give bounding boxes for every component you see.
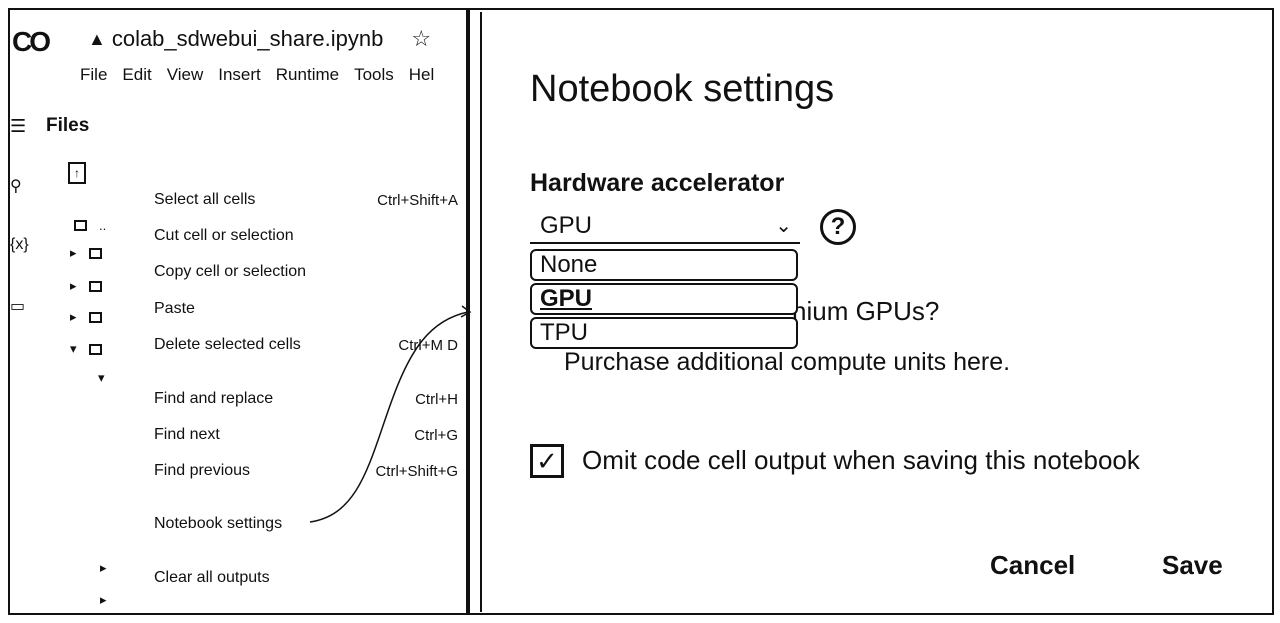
- chevron-down-icon: ⌄: [775, 215, 792, 237]
- colab-logo: CO: [12, 26, 51, 57]
- menu-item-cut[interactable]: Cut cell or selection: [154, 227, 294, 244]
- table-of-contents-icon[interactable]: ☰: [10, 116, 27, 136]
- collapse-arrow-icon[interactable]: ▾: [70, 341, 77, 356]
- notebook-title-row: ▲ colab_sdwebui_share.ipynb ☆: [88, 26, 431, 52]
- notebook-settings-dialog: Notebook settings Hardware accelerator G…: [480, 12, 1270, 612]
- folder-icon: [74, 220, 87, 231]
- purchase-compute-link[interactable]: Purchase additional compute units here.: [564, 348, 1011, 376]
- menu-item-paste[interactable]: Paste: [154, 300, 195, 317]
- notebook-name[interactable]: colab_sdwebui_share.ipynb: [111, 26, 384, 51]
- option-none[interactable]: None: [530, 249, 798, 281]
- tree-parent-dir[interactable]: ..: [74, 218, 106, 233]
- menu-help[interactable]: Hel: [408, 65, 435, 84]
- expand-arrow-icon[interactable]: ▸: [100, 592, 107, 607]
- tree-subfolder-row[interactable]: ▸: [100, 592, 107, 608]
- folder-icon: [88, 280, 102, 292]
- menu-item-notebook-settings[interactable]: Notebook settings: [154, 515, 283, 532]
- tree-folder-row[interactable]: ▸: [70, 309, 102, 325]
- tree-subfolder-row[interactable]: ▾: [98, 370, 105, 386]
- omit-output-checkbox[interactable]: ✓: [530, 444, 564, 478]
- help-icon[interactable]: ?: [820, 209, 856, 245]
- menu-edit[interactable]: Edit: [122, 65, 152, 84]
- dialog-title: Notebook settings: [530, 68, 835, 110]
- files-icon[interactable]: ▭: [10, 298, 26, 315]
- menu-tools[interactable]: Tools: [354, 65, 394, 84]
- menu-runtime[interactable]: Runtime: [275, 65, 340, 84]
- expand-arrow-icon[interactable]: ▸: [70, 278, 77, 293]
- collapse-arrow-icon[interactable]: ▾: [98, 370, 105, 385]
- drive-icon[interactable]: ▲: [88, 28, 106, 49]
- option-gpu[interactable]: GPU: [530, 283, 798, 315]
- tree-folder-row-expanded[interactable]: ▾: [70, 341, 102, 357]
- cancel-button[interactable]: Cancel: [990, 550, 1076, 580]
- expand-arrow-icon[interactable]: ▸: [70, 309, 77, 324]
- menubar: File Edit View Insert Runtime Tools Hel: [80, 65, 449, 85]
- panel-divider: [466, 10, 470, 613]
- menu-file[interactable]: File: [80, 65, 108, 84]
- shortcut-find-next: Ctrl+G: [414, 427, 458, 444]
- shortcut-delete: Ctrl+M D: [398, 337, 458, 354]
- screenshot-frame: [8, 8, 1274, 615]
- folder-icon: [88, 311, 102, 323]
- upload-icon[interactable]: ↑: [68, 162, 86, 184]
- shortcut-select-all: Ctrl+Shift+A: [377, 192, 458, 209]
- menu-item-find-next[interactable]: Find next: [154, 426, 220, 443]
- variables-icon[interactable]: {x}: [10, 236, 29, 253]
- expand-arrow-icon[interactable]: ▸: [100, 560, 107, 575]
- menu-item-clear-outputs[interactable]: Clear all outputs: [154, 569, 270, 586]
- files-panel-title: Files: [46, 115, 90, 136]
- option-tpu[interactable]: TPU: [530, 317, 798, 349]
- menu-item-delete[interactable]: Delete selected cells: [154, 336, 301, 353]
- menu-item-select-all[interactable]: Select all cells: [154, 191, 256, 208]
- hardware-accelerator-label: Hardware accelerator: [530, 169, 785, 197]
- menu-item-copy[interactable]: Copy cell or selection: [154, 263, 307, 280]
- star-icon[interactable]: ☆: [411, 26, 432, 51]
- menu-view[interactable]: View: [166, 65, 204, 84]
- tree-folder-row[interactable]: ▸: [70, 278, 102, 294]
- parent-dir-label: ..: [99, 218, 107, 233]
- folder-icon: [88, 343, 102, 355]
- colab-editor: CO ▲ colab_sdwebui_share.ipynb ☆ File Ed…: [10, 10, 470, 613]
- shortcut-find-previous: Ctrl+Shift+G: [375, 463, 458, 480]
- tree-subfolder-row[interactable]: ▸: [100, 560, 107, 576]
- folder-icon: [88, 247, 102, 259]
- tree-folder-row[interactable]: ▸: [70, 245, 102, 261]
- menu-insert[interactable]: Insert: [218, 65, 261, 84]
- search-icon[interactable]: ⚲: [10, 178, 22, 195]
- omit-output-label: Omit code cell output when saving this n…: [582, 445, 1140, 475]
- menu-item-find-replace[interactable]: Find and replace: [154, 390, 274, 407]
- menu-item-find-previous[interactable]: Find previous: [154, 462, 251, 479]
- checkmark-icon: ✓: [536, 446, 558, 476]
- expand-arrow-icon[interactable]: ▸: [70, 245, 77, 260]
- save-button[interactable]: Save: [1162, 550, 1223, 580]
- selected-value: GPU: [540, 212, 593, 239]
- shortcut-find-replace: Ctrl+H: [415, 391, 458, 408]
- hardware-accelerator-select[interactable]: GPU ⌄: [530, 208, 800, 244]
- premium-gpus-text: nium GPUs?: [792, 296, 940, 326]
